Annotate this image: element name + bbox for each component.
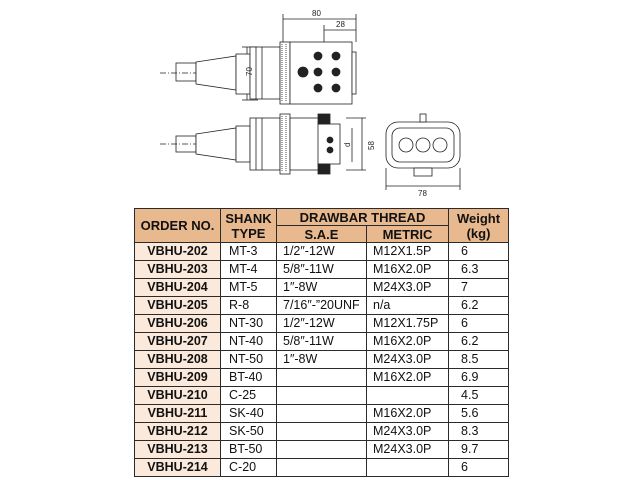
shank-type-cell: BT-40: [220, 368, 277, 387]
metric-header: METRIC: [365, 225, 450, 243]
dim-head-length: 28: [336, 20, 345, 29]
sae-thread-cell: 7/16″-”20UNF: [276, 296, 367, 315]
shank-type-cell: NT-40: [220, 332, 277, 351]
top-view-drawing: [160, 14, 357, 105]
shank-type-cell: BT-50: [220, 440, 277, 459]
shank-type-cell: C-25: [220, 386, 277, 405]
order-no-cell: VBHU-203: [134, 260, 221, 279]
weight-header-line1: Weight: [456, 210, 501, 226]
sae-thread-cell: [276, 422, 367, 441]
shank-type-cell: SK-40: [220, 404, 277, 423]
sae-thread-cell: 1/2″-12W: [276, 242, 367, 261]
order-no-cell: VBHU-211: [134, 404, 221, 423]
metric-thread-cell: M16X2.0P: [365, 332, 450, 351]
shank-type-cell: MT-3: [220, 242, 277, 261]
order-no-cell: VBHU-213: [134, 440, 221, 459]
sae-thread-cell: [276, 440, 367, 459]
order-no-cell: VBHU-207: [134, 332, 221, 351]
metric-thread-cell: M24X3.0P: [365, 350, 450, 369]
weight-cell: 8.5: [448, 350, 510, 369]
weight-cell: 6.2: [448, 332, 510, 351]
dim-diameter-symbol: d: [343, 143, 352, 147]
order-no-cell: VBHU-202: [134, 242, 221, 261]
metric-thread-cell: M16X2.0P: [365, 404, 450, 423]
metric-thread-cell: M24X3.0P: [365, 440, 450, 459]
order-no-cell: VBHU-208: [134, 350, 221, 369]
sae-thread-cell: 5/8″-11W: [276, 332, 367, 351]
weight-header-line2: (kg): [466, 225, 491, 241]
weight-cell: 6: [448, 458, 510, 477]
shank-type-cell: NT-50: [220, 350, 277, 369]
shank-type-cell: SK-50: [220, 422, 277, 441]
metric-thread-cell: M12X1.5P: [365, 242, 450, 261]
order-no-cell: VBHU-210: [134, 386, 221, 405]
table-row: VBHU-214 C-20 6: [134, 458, 510, 477]
shank-type-cell: C-20: [220, 458, 277, 477]
dim-diameter-value: 58: [367, 141, 376, 150]
shank-type-cell: NT-30: [220, 314, 277, 333]
table-row: VBHU-211 SK-40 M16X2.0P 5.6: [134, 404, 510, 423]
sae-thread-cell: 1″-8W: [276, 278, 367, 297]
weight-cell: 4.5: [448, 386, 510, 405]
weight-cell: 6.2: [448, 296, 510, 315]
shank-type-cell: MT-5: [220, 278, 277, 297]
weight-cell: 6: [448, 242, 510, 261]
side-view-drawing: [160, 113, 366, 175]
table-row: VBHU-213 BT-50 M24X3.0P 9.7: [134, 440, 510, 459]
dim-total-length: 80: [312, 9, 321, 18]
sae-thread-cell: 1″-8W: [276, 350, 367, 369]
table-row: VBHU-208 NT-50 1″-8W M24X3.0P 8.5: [134, 350, 510, 369]
sae-thread-cell: [276, 458, 367, 477]
order-no-header: ORDER NO.: [134, 208, 221, 243]
sae-thread-cell: [276, 386, 367, 405]
order-no-cell: VBHU-206: [134, 314, 221, 333]
metric-thread-cell: M24X3.0P: [365, 278, 450, 297]
table-row: VBHU-205 R-8 7/16″-”20UNF n/a 6.2: [134, 296, 510, 315]
sae-header: S.A.E: [276, 225, 367, 243]
metric-thread-cell: M16X2.0P: [365, 368, 450, 387]
shank-type-header-line1: SHANK: [225, 210, 272, 226]
table-row: VBHU-202 MT-3 1/2″-12W M12X1.5P 6: [134, 242, 510, 261]
shank-type-header-line2: TYPE: [231, 225, 266, 241]
table-row: VBHU-207 NT-40 5/8″-11W M16X2.0P 6.2: [134, 332, 510, 351]
weight-cell: 8.3: [448, 422, 510, 441]
table-row: VBHU-209 BT-40 M16X2.0P 6.9: [134, 368, 510, 387]
spec-table: ORDER NO. SHANK TYPE DRAWBAR THREAD Weig…: [134, 208, 510, 477]
shank-type-cell: R-8: [220, 296, 277, 315]
table-row: VBHU-206 NT-30 1/2″-12W M12X1.75P 6: [134, 314, 510, 333]
table-row: VBHU-210 C-25 4.5: [134, 386, 510, 405]
metric-thread-cell: [365, 386, 450, 405]
sae-thread-cell: [276, 368, 367, 387]
sae-thread-cell: 1/2″-12W: [276, 314, 367, 333]
table-row: VBHU-203 MT-4 5/8″-11W M16X2.0P 6.3: [134, 260, 510, 279]
order-no-cell: VBHU-205: [134, 296, 221, 315]
weight-cell: 6.9: [448, 368, 510, 387]
order-no-cell: VBHU-214: [134, 458, 221, 477]
table-row: VBHU-204 MT-5 1″-8W M24X3.0P 7: [134, 278, 510, 297]
weight-cell: 6.3: [448, 260, 510, 279]
order-no-cell: VBHU-209: [134, 368, 221, 387]
table-row: VBHU-212 SK-50 M24X3.0P 8.3: [134, 422, 510, 441]
order-no-cell: VBHU-212: [134, 422, 221, 441]
metric-thread-cell: M24X3.0P: [365, 422, 450, 441]
weight-cell: 6: [448, 314, 510, 333]
drawbar-thread-header: DRAWBAR THREAD: [275, 208, 450, 226]
dim-width: 78: [418, 189, 427, 198]
technical-drawing: 80 28 70 d 58 78: [160, 9, 461, 198]
metric-thread-cell: n/a: [365, 296, 450, 315]
metric-thread-cell: [365, 458, 450, 477]
sae-thread-cell: 5/8″-11W: [276, 260, 367, 279]
weight-cell: 9.7: [448, 440, 510, 459]
shank-type-cell: MT-4: [220, 260, 277, 279]
weight-cell: 7: [448, 278, 510, 297]
weight-cell: 5.6: [448, 404, 510, 423]
end-view-drawing: [385, 113, 461, 190]
shank-type-header: SHANK TYPE: [220, 208, 277, 243]
order-no-cell: VBHU-204: [134, 278, 221, 297]
sae-thread-cell: [276, 404, 367, 423]
metric-thread-cell: M16X2.0P: [365, 260, 450, 279]
metric-thread-cell: M12X1.75P: [365, 314, 450, 333]
weight-header: Weight (kg): [448, 208, 510, 243]
dim-height: 70: [245, 67, 254, 76]
